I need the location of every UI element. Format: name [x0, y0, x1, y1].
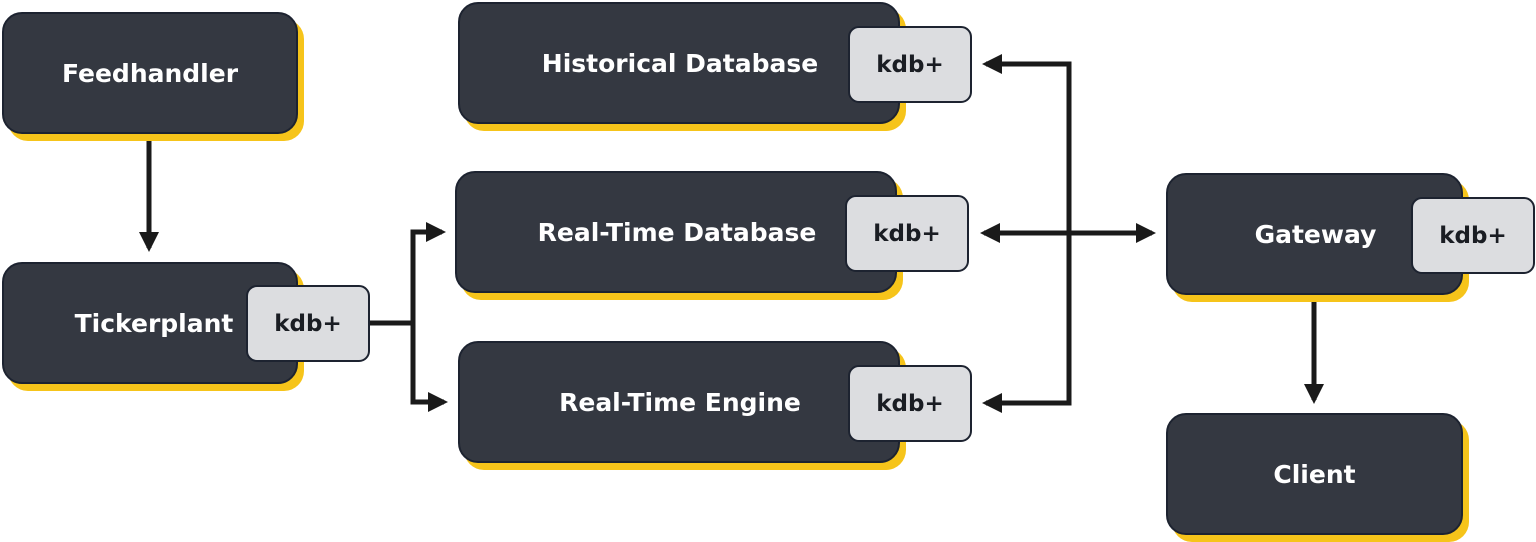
- client-label: Client: [1273, 459, 1356, 489]
- feedhandler-node: Feedhandler: [2, 12, 298, 134]
- historical-database-label: Historical Database: [541, 48, 819, 78]
- client-node: Client: [1166, 413, 1463, 535]
- realtime-engine-kdb-badge: kdb+: [848, 365, 972, 442]
- arrow-tickerplant-to-realtime-engine: [410, 323, 448, 412]
- gateway-kdb-badge: kdb+: [1411, 197, 1535, 274]
- realtime-database-node: Real-Time Database: [455, 171, 897, 293]
- feedhandler-label: Feedhandler: [61, 58, 239, 88]
- gateway-label: Gateway: [1254, 219, 1377, 249]
- realtime-database-label: Real-Time Database: [537, 217, 817, 247]
- realtime-database-kdb-badge: kdb+: [845, 195, 969, 272]
- tickerplant-kdb-badge: kdb+: [246, 285, 370, 362]
- arrow-bus-to-historical-database: [982, 54, 1072, 233]
- historical-database-node: Historical Database: [458, 2, 900, 124]
- historical-database-kdb-badge: kdb+: [848, 26, 972, 103]
- arrow-tickerplant-to-realtime-database: [410, 222, 446, 323]
- realtime-engine-node: Real-Time Engine: [458, 341, 900, 463]
- arrow-bus-to-realtime-engine: [982, 233, 1072, 413]
- realtime-engine-label: Real-Time Engine: [559, 387, 801, 417]
- tickerplant-label: Tickerplant: [74, 308, 234, 338]
